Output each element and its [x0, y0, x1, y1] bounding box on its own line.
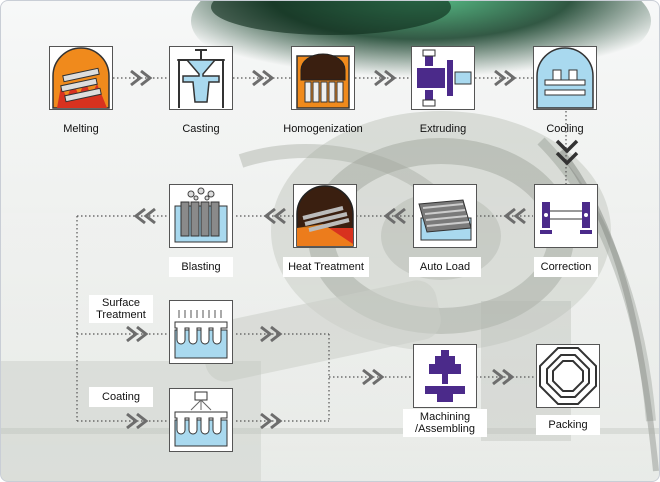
casting-icon [169, 46, 233, 110]
step-label-blasting: Blasting [169, 257, 233, 277]
flow-arrow-right-icon [494, 69, 517, 87]
step-label-homogenization: Homogenization [283, 123, 363, 135]
step-label-auto-load: Auto Load [409, 257, 481, 277]
step-label-heat-treatment: Heat Treatment [283, 257, 369, 277]
extruding-icon [411, 46, 475, 110]
flow-arrow-left-icon [133, 207, 156, 225]
flow-arrow-right-icon [260, 412, 283, 430]
step-label-surface-treatment: Surface Treatment [89, 295, 153, 323]
machining-icon [413, 344, 477, 408]
step-label-cooling: Cooling [546, 123, 584, 135]
packing-icon [536, 344, 600, 408]
flow-arrow-left-icon [263, 207, 286, 225]
flow-arrow-right-icon [260, 325, 283, 343]
surface-treatment-line-2: Treatment [96, 309, 146, 321]
step-label-melting: Melting [63, 123, 99, 135]
correction-icon [534, 184, 598, 248]
flow-arrow-right-icon [362, 368, 385, 386]
auto-load-icon [413, 184, 477, 248]
machining-line-2: /Assembling [415, 423, 475, 435]
flow-arrow-right-icon [374, 69, 397, 87]
flow-arrow-down-icon [555, 139, 579, 166]
step-label-machining-assembling: Machining /Assembling [403, 409, 487, 437]
melting-icon [49, 46, 113, 110]
cooling-icon [533, 46, 597, 110]
step-label-extruding: Extruding [419, 123, 467, 135]
step-label-casting: Casting [182, 123, 220, 135]
machining-line-1: Machining [419, 411, 471, 423]
step-label-correction: Correction [534, 257, 598, 277]
blasting-icon [169, 184, 233, 248]
flow-arrow-right-icon [130, 69, 153, 87]
coating-icon [169, 388, 233, 452]
homogenization-icon [291, 46, 355, 110]
step-label-packing: Packing [536, 415, 600, 435]
flow-arrow-right-icon [126, 412, 149, 430]
flow-arrow-right-icon [492, 368, 515, 386]
flow-arrow-right-icon [252, 69, 275, 87]
flow-arrow-left-icon [383, 207, 406, 225]
flow-arrow-left-icon [503, 207, 526, 225]
surface-treatment-line-1: Surface [102, 297, 140, 309]
surface-treatment-icon [169, 300, 233, 364]
flow-arrow-right-icon [126, 325, 149, 343]
heat-treatment-icon [293, 184, 357, 248]
step-label-coating: Coating [89, 387, 153, 407]
